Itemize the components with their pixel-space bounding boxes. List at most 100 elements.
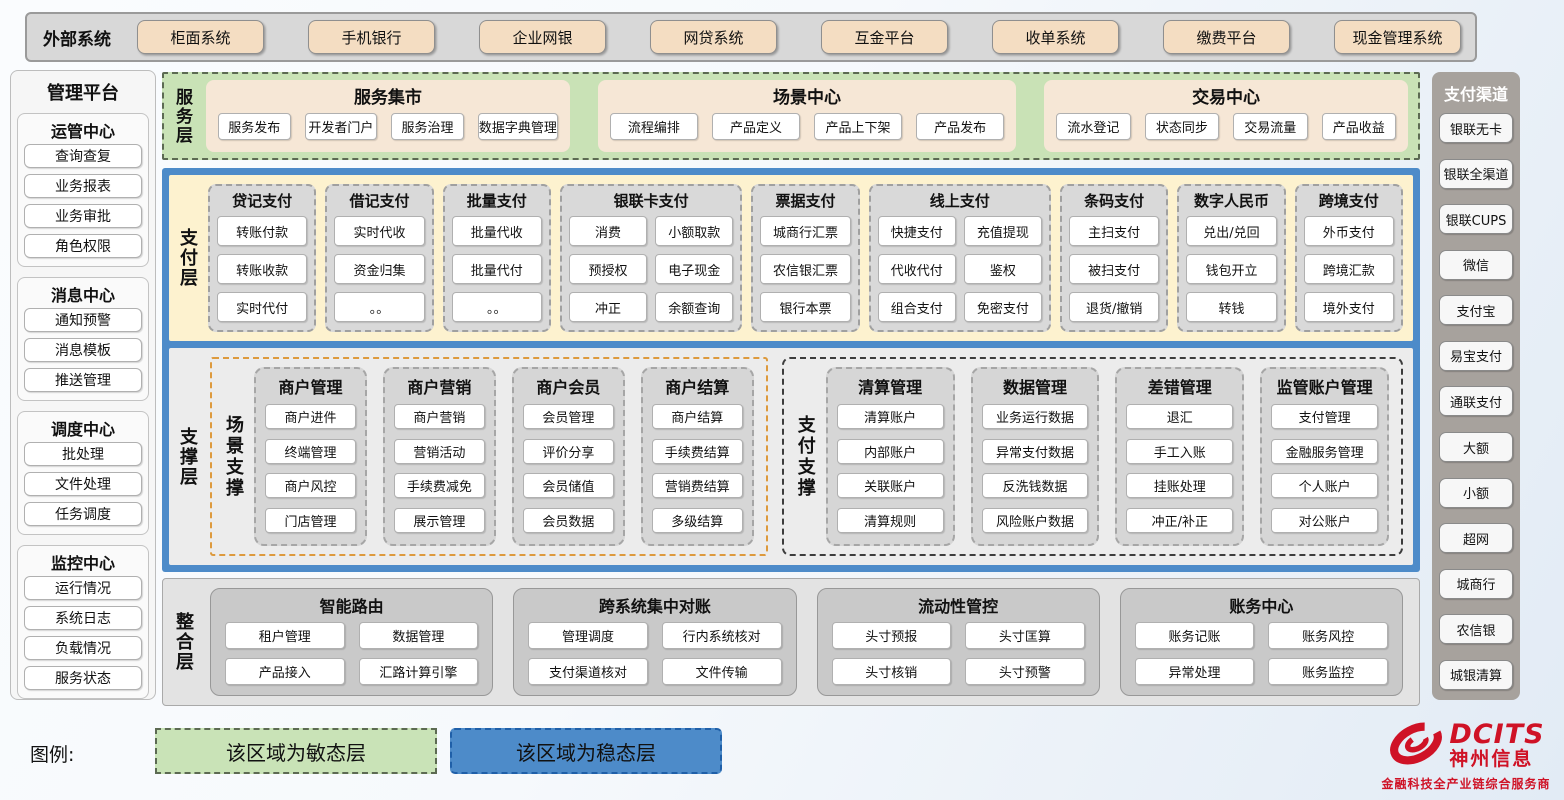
- payment-item-box: 电子现金: [655, 254, 734, 284]
- payment-channel-box: 大额: [1439, 432, 1513, 463]
- support-column-title: 差错管理: [1147, 378, 1212, 397]
- payment-item-box: 预授权: [568, 254, 648, 284]
- payment-column-items: 消费小额取款预授权电子现金冲正余额查询: [568, 216, 734, 322]
- payment-channel-box: 超网: [1439, 523, 1513, 554]
- support-column-title: 监管账户管理: [1276, 378, 1373, 397]
- payment-item-box: 组合支付: [877, 292, 956, 322]
- integration-item-box: 头寸预报: [831, 622, 952, 649]
- diagram-center: 服务层 服务集市 服务发布开发者门户服务治理数据字典管理 场景中心 流程编排产品…: [162, 70, 1420, 782]
- integration-item-box: 异常处理: [1134, 658, 1255, 685]
- service-panel-title: 服务集市: [353, 88, 422, 108]
- service-layer-label: 服务层: [172, 87, 192, 145]
- payment-item-box: 农信银汇票: [760, 254, 851, 284]
- management-item-box: 消息模板: [24, 338, 142, 362]
- payment-layer: 支付层 贷记支付 转账付款转账收款实时代付 借记支付 实时代收资金归集。。: [169, 175, 1413, 341]
- support-item-box: 展示管理: [393, 507, 485, 533]
- management-item-box: 业务审批: [24, 204, 142, 228]
- payment-channel-box: 城银清算: [1439, 659, 1513, 690]
- payment-item-box: 快捷支付: [877, 216, 956, 246]
- payment-column: 条码支付 主扫支付被扫支付退货/撤销: [1060, 184, 1169, 332]
- service-panel: 场景中心 流程编排产品定义产品上下架产品发布: [597, 80, 1017, 152]
- integration-item-box: 租户管理: [225, 622, 345, 649]
- support-item-box: 异常支付数据: [981, 438, 1089, 464]
- payment-item-box: 转钱: [1186, 292, 1277, 322]
- external-system-box: 互金平台: [821, 20, 948, 54]
- payment-column-items: 实时代收资金归集。。: [334, 216, 425, 322]
- support-column-title: 数据管理: [1002, 378, 1067, 397]
- support-item-box: 会员管理: [522, 404, 614, 430]
- payment-item-box: 转账收款: [217, 254, 308, 284]
- management-item-box: 系统日志: [24, 606, 142, 630]
- payment-column: 贷记支付 转账付款转账收款实时代付: [208, 184, 317, 332]
- integration-item-box: 头寸核销: [831, 658, 952, 685]
- integration-panel: 流动性管控 头寸预报头寸匡算头寸核销头寸预警: [816, 588, 1100, 696]
- management-group-title: 调度中心: [50, 420, 115, 439]
- stable-layer-box: 支付层 贷记支付 转账付款转账收款实时代付 借记支付 实时代收资金归集。。: [162, 168, 1420, 572]
- payment-item-box: 批量代收: [451, 216, 542, 246]
- integration-panel: 智能路由 租户管理数据管理产品接入汇路计算引擎: [210, 588, 494, 696]
- integration-panel-title: 跨系统集中对账: [598, 597, 711, 616]
- support-item-box: 门店管理: [265, 507, 356, 533]
- support-item-box: 营销费结算: [651, 473, 743, 499]
- service-item-box: 服务治理: [391, 112, 464, 140]
- support-item-box: 个人账户: [1271, 473, 1379, 499]
- management-item-box: 运行情况: [24, 576, 142, 600]
- dcits-logo: DCITS 神州信息 金融科技全产业链综合服务商: [1378, 720, 1554, 792]
- payment-channel-box: 通联支付: [1439, 386, 1513, 417]
- support-item-box: 冲正/补正: [1126, 507, 1234, 533]
- payment-column-items: 批量代收批量代付。。: [451, 216, 542, 322]
- service-panel-items: 流水登记状态同步交易流量产品收益: [1056, 108, 1396, 144]
- support-item-box: 营销活动: [393, 438, 485, 464]
- payment-column: 借记支付 实时代收资金归集。。: [325, 184, 434, 332]
- support-item-box: 会员数据: [522, 507, 614, 533]
- support-group-columns: 商户管理 商户进件终端管理商户风控门店管理 商户营销 商户营销营销: [254, 367, 754, 546]
- payment-layer-label: 支付层: [177, 228, 198, 288]
- payment-item-box: 兑出/兑回: [1186, 216, 1277, 246]
- service-panel-items: 流程编排产品定义产品上下架产品发布: [609, 108, 1005, 144]
- payment-item-box: 实时代付: [217, 292, 308, 322]
- support-column-title: 商户结算: [665, 378, 730, 397]
- service-item-box: 数据字典管理: [477, 112, 558, 140]
- management-group-items: 查询查复业务报表业务审批角色权限: [24, 144, 142, 258]
- support-item-box: 多级结算: [651, 507, 743, 533]
- support-item-box: 反洗钱数据: [981, 473, 1089, 499]
- support-item-box: 对公账户: [1271, 507, 1379, 533]
- integration-item-box: 支付渠道核对: [528, 658, 648, 685]
- integration-item-box: 文件传输: [661, 658, 782, 685]
- management-item-box: 任务调度: [24, 502, 142, 526]
- payment-column: 数字人民币 兑出/兑回钱包开立转钱: [1177, 184, 1286, 332]
- service-item-box: 流程编排: [609, 112, 698, 140]
- integration-panel-items: 头寸预报头寸匡算头寸核销头寸预警: [831, 622, 1085, 685]
- integration-panel-title: 流动性管控: [918, 597, 999, 616]
- service-panel-items: 服务发布开发者门户服务治理数据字典管理: [218, 108, 558, 144]
- support-column-items: 会员管理评价分享会员储值会员数据: [522, 403, 614, 534]
- payment-item-box: 外币支付: [1303, 216, 1394, 246]
- legend-label: 图例:: [30, 744, 75, 766]
- support-item-box: 内部账户: [836, 438, 944, 464]
- payment-item-box: 退货/撤销: [1069, 292, 1160, 322]
- support-column: 监管账户管理 支付管理金融服务管理个人账户对公账户: [1260, 367, 1390, 546]
- integration-item-box: 账务监控: [1268, 658, 1388, 685]
- support-column-items: 清算账户内部账户关联账户清算规则: [836, 403, 944, 534]
- payment-item-box: 主扫支付: [1069, 216, 1160, 246]
- support-group-label: 支付支撑: [794, 414, 816, 499]
- payment-column-title: 线上支付: [929, 192, 990, 210]
- payment-column: 票据支付 城商行汇票农信银汇票银行本票: [751, 184, 860, 332]
- management-group: 运管中心 查询查复业务报表业务审批角色权限: [17, 113, 149, 267]
- legend-stable-layer: 该区域为稳态层: [450, 728, 722, 774]
- integration-panels: 智能路由 租户管理数据管理产品接入汇路计算引擎 跨系统集中对账 管理调度行内系统…: [210, 588, 1403, 696]
- payment-item-box: 。。: [451, 292, 542, 322]
- integration-layer: 整合层 智能路由 租户管理数据管理产品接入汇路计算引擎 跨系统集中对账 管理调度…: [162, 578, 1420, 706]
- payment-item-box: 代收代付: [877, 254, 956, 284]
- support-group: 场景支撑 商户管理 商户进件终端管理商户风控门店管理 商户营: [210, 357, 768, 556]
- management-group-title: 运管中心: [50, 122, 115, 141]
- payment-item-box: 免密支付: [963, 292, 1042, 322]
- integration-panel: 跨系统集中对账 管理调度行内系统核对支付渠道核对文件传输: [513, 588, 797, 696]
- integration-panel: 账务中心 账务记账账务风控异常处理账务监控: [1119, 588, 1403, 696]
- external-system-box: 网贷系统: [650, 20, 777, 54]
- support-item-box: 关联账户: [836, 473, 944, 499]
- management-item-box: 服务状态: [24, 666, 142, 690]
- support-layer-label: 支撑层: [177, 426, 198, 487]
- external-systems-bar: 外部系统 柜面系统手机银行企业网银网贷系统互金平台收单系统缴费平台现金管理系统: [25, 12, 1477, 62]
